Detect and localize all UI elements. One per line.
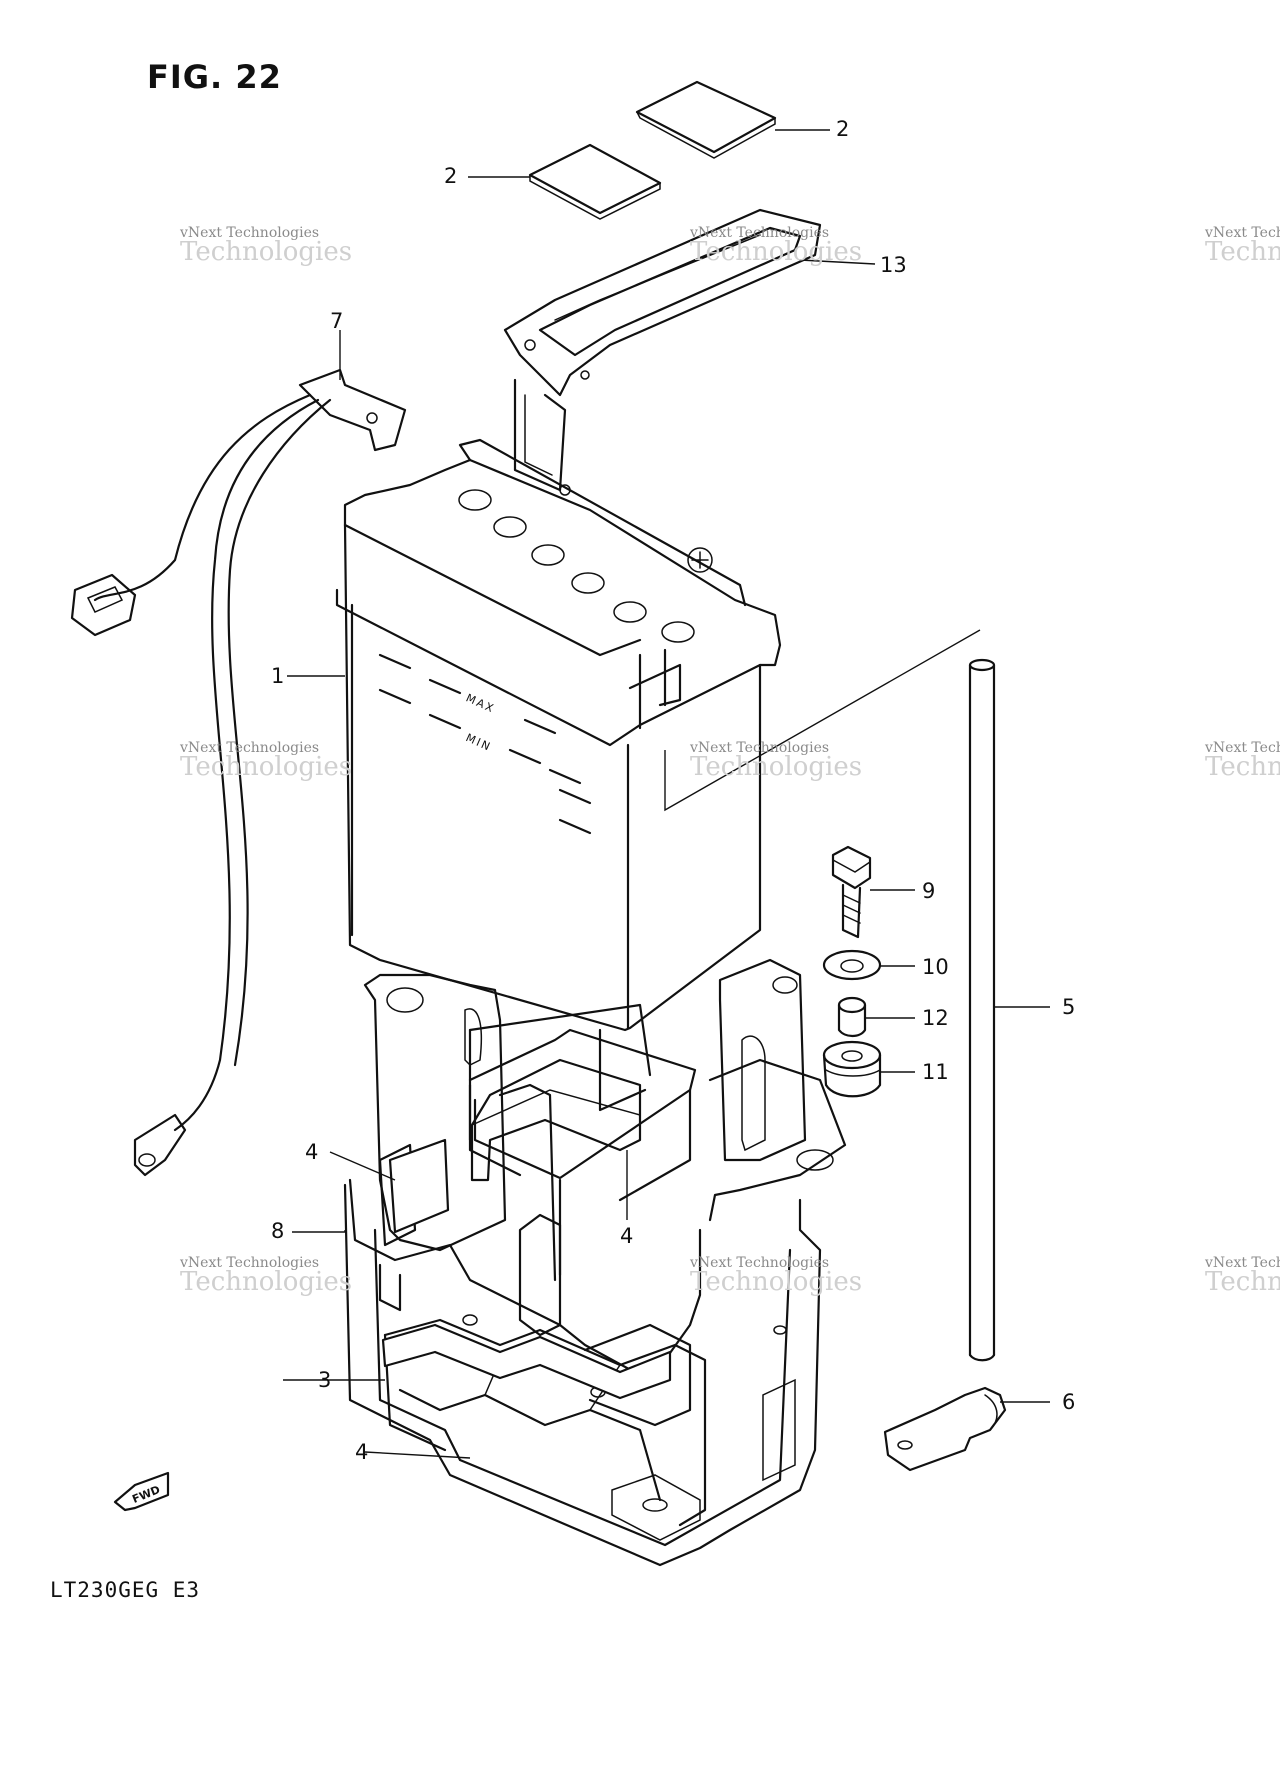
- grommet-part-11: [822, 1040, 882, 1098]
- callout-4-bottom: 4: [355, 1440, 369, 1464]
- bolt-part-9: [831, 845, 872, 939]
- callout-8: 8: [271, 1219, 285, 1243]
- leader-lines: [283, 129, 1050, 1459]
- pad-part-2-lower: [528, 143, 662, 220]
- callout-4-left: 4: [305, 1140, 319, 1164]
- callout-10: 10: [922, 955, 949, 979]
- battery-terminals: [458, 489, 713, 643]
- battery-part-1: [335, 438, 782, 1032]
- cushion-part-4-bottom: [381, 1323, 672, 1400]
- callout-9: 9: [922, 879, 936, 903]
- callout-2-lower: 2: [444, 164, 458, 188]
- callout-1: 1: [271, 664, 285, 688]
- callout-7: 7: [330, 309, 344, 333]
- collar-part-12: [837, 996, 867, 1038]
- callout-12: 12: [922, 1006, 949, 1030]
- cushion-part-4-left: [388, 1138, 450, 1234]
- callout-6: 6: [1062, 1390, 1076, 1414]
- clamp-part-6: [883, 1386, 1007, 1472]
- callout-5: 5: [1062, 995, 1076, 1019]
- tube-part-5: [968, 658, 996, 1362]
- callout-13: 13: [880, 253, 907, 277]
- washer-part-10: [822, 949, 882, 981]
- battery-tray-part-8: [343, 958, 847, 1567]
- callout-2-upper: 2: [836, 117, 850, 141]
- pad-part-2-upper: [635, 80, 777, 159]
- holder-strap-part-13: [503, 208, 822, 496]
- forward-arrow-icon: [113, 1471, 170, 1512]
- model-code: LT230GEG E3: [50, 1578, 201, 1602]
- battery-level-marks: [378, 653, 592, 835]
- battery-wire-part-7: [70, 368, 407, 1177]
- callout-3: 3: [318, 1368, 332, 1392]
- callout-4-center: 4: [620, 1224, 634, 1248]
- cushion-part-4-center: [470, 1058, 642, 1182]
- figure-title: FIG. 22: [147, 58, 282, 96]
- callout-11: 11: [922, 1060, 949, 1084]
